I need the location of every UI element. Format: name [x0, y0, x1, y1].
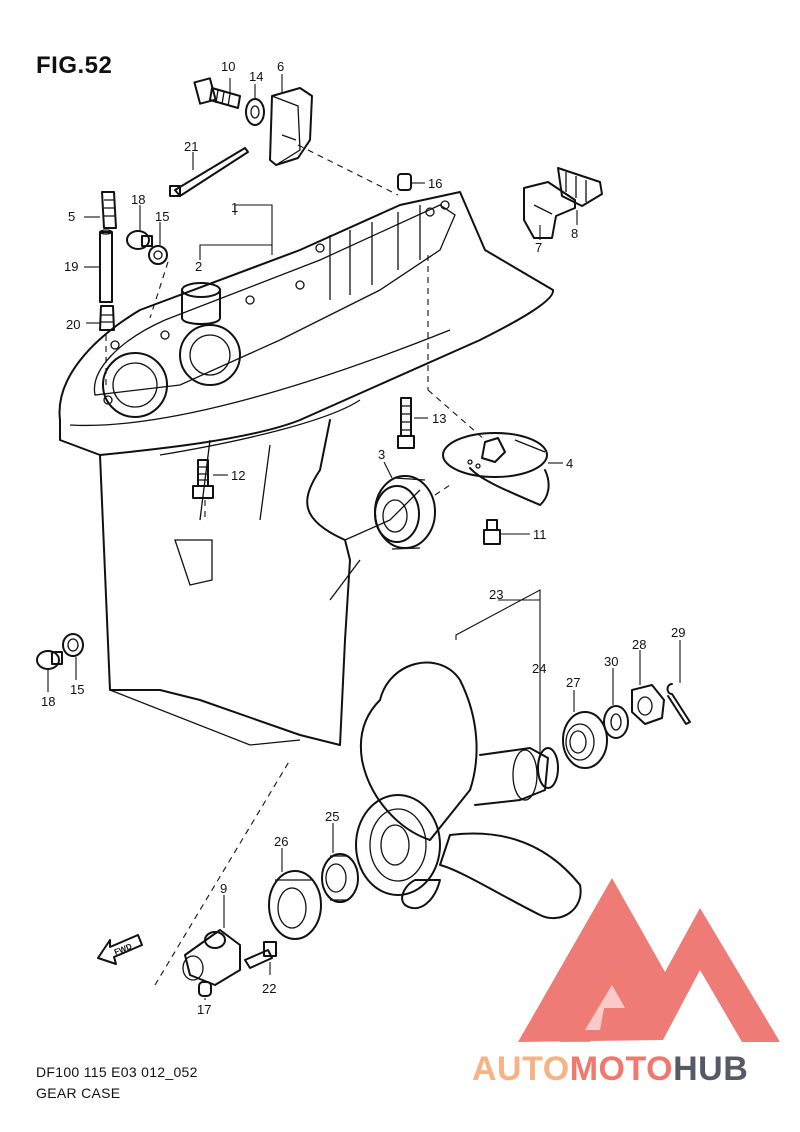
propeller-part-23: [355, 661, 582, 920]
cotter-pin-part-29: [666, 683, 691, 725]
part-27: [562, 711, 608, 769]
callout-20: 20: [66, 317, 81, 332]
callout-29: 29: [671, 625, 686, 640]
forward-arrow-icon: [97, 934, 143, 965]
callout-16: 16: [428, 176, 443, 191]
callout-9: 9: [220, 881, 228, 896]
bolt-part-10: [193, 77, 241, 109]
callout-27: 27: [566, 675, 581, 690]
callout-28: 28: [632, 637, 647, 652]
watermark-logo-graphic: [518, 878, 780, 1042]
callout-6: 6: [277, 59, 285, 74]
plug-part-18-upper: [126, 230, 153, 250]
callout-14: 14: [249, 69, 264, 84]
callout-24: 24: [532, 661, 547, 676]
callout-18-upper: 18: [131, 192, 146, 207]
trim-tab-part-4: [442, 432, 550, 506]
figure-title: FIG.52: [36, 52, 113, 79]
callout-17: 17: [197, 1002, 212, 1017]
figure-name: GEAR CASE: [36, 1085, 121, 1101]
cable-tie-part-21: [169, 147, 249, 197]
washer-part-14: [245, 98, 265, 126]
seal-part-3: [374, 475, 436, 550]
callout-19: 19: [64, 259, 79, 274]
alignment-lines: [105, 144, 486, 986]
washer-part-15-upper: [148, 245, 168, 265]
pin-part-16: [397, 173, 412, 191]
callout-8: 8: [571, 226, 579, 241]
callout-21: 21: [184, 139, 199, 154]
callout-13: 13: [432, 411, 447, 426]
nut-part-28: [631, 684, 665, 725]
bolt-part-12: [192, 459, 214, 499]
figure-code: DF100 115 E03 012_052: [36, 1064, 198, 1080]
bolt-part-22: [244, 941, 277, 969]
callout-22: 22: [262, 981, 277, 996]
callout-12: 12: [231, 468, 246, 483]
callout-26: 26: [274, 834, 289, 849]
callout-25: 25: [325, 809, 340, 824]
part-7: [523, 181, 576, 239]
callout-7: 7: [535, 240, 543, 255]
washer-part-15-lower: [62, 633, 84, 657]
part-17: [198, 981, 212, 997]
callout-2: 2: [195, 259, 203, 274]
part-8: [557, 167, 603, 207]
bolt-part-13: [397, 397, 415, 449]
callout-23: 23: [489, 587, 504, 602]
spacer-part-25: [321, 853, 359, 903]
watermark-logo-text: AUTOMOTOHUB: [472, 1050, 748, 1089]
part-5: [101, 191, 117, 229]
watermark-text-auto: AUTO: [472, 1050, 570, 1088]
part-26: [268, 870, 322, 940]
callout-15-lower: 15: [70, 682, 85, 697]
watermark-text-moto: MOTO: [569, 1050, 674, 1088]
gear-case-housing: [58, 191, 554, 746]
callout-4: 4: [566, 456, 574, 471]
plug-part-18-lower: [36, 650, 63, 670]
part-11: [483, 519, 501, 545]
callout-1: 1: [231, 200, 239, 215]
fitting-part-20: [99, 305, 115, 331]
leader-lines: [47, 74, 681, 1000]
callout-30: 30: [604, 654, 619, 669]
callout-3: 3: [378, 447, 386, 462]
callout-10: 10: [221, 59, 236, 74]
callout-11: 11: [533, 527, 547, 542]
watermark-text-hub: HUB: [673, 1050, 749, 1088]
anode-part-6: [269, 87, 313, 166]
part-9: [182, 929, 241, 986]
callout-18-lower: 18: [41, 694, 56, 709]
callout-5: 5: [68, 209, 76, 224]
washer-part-30: [603, 705, 629, 739]
rod-part-19: [99, 229, 113, 303]
callout-15-upper: 15: [155, 209, 170, 224]
